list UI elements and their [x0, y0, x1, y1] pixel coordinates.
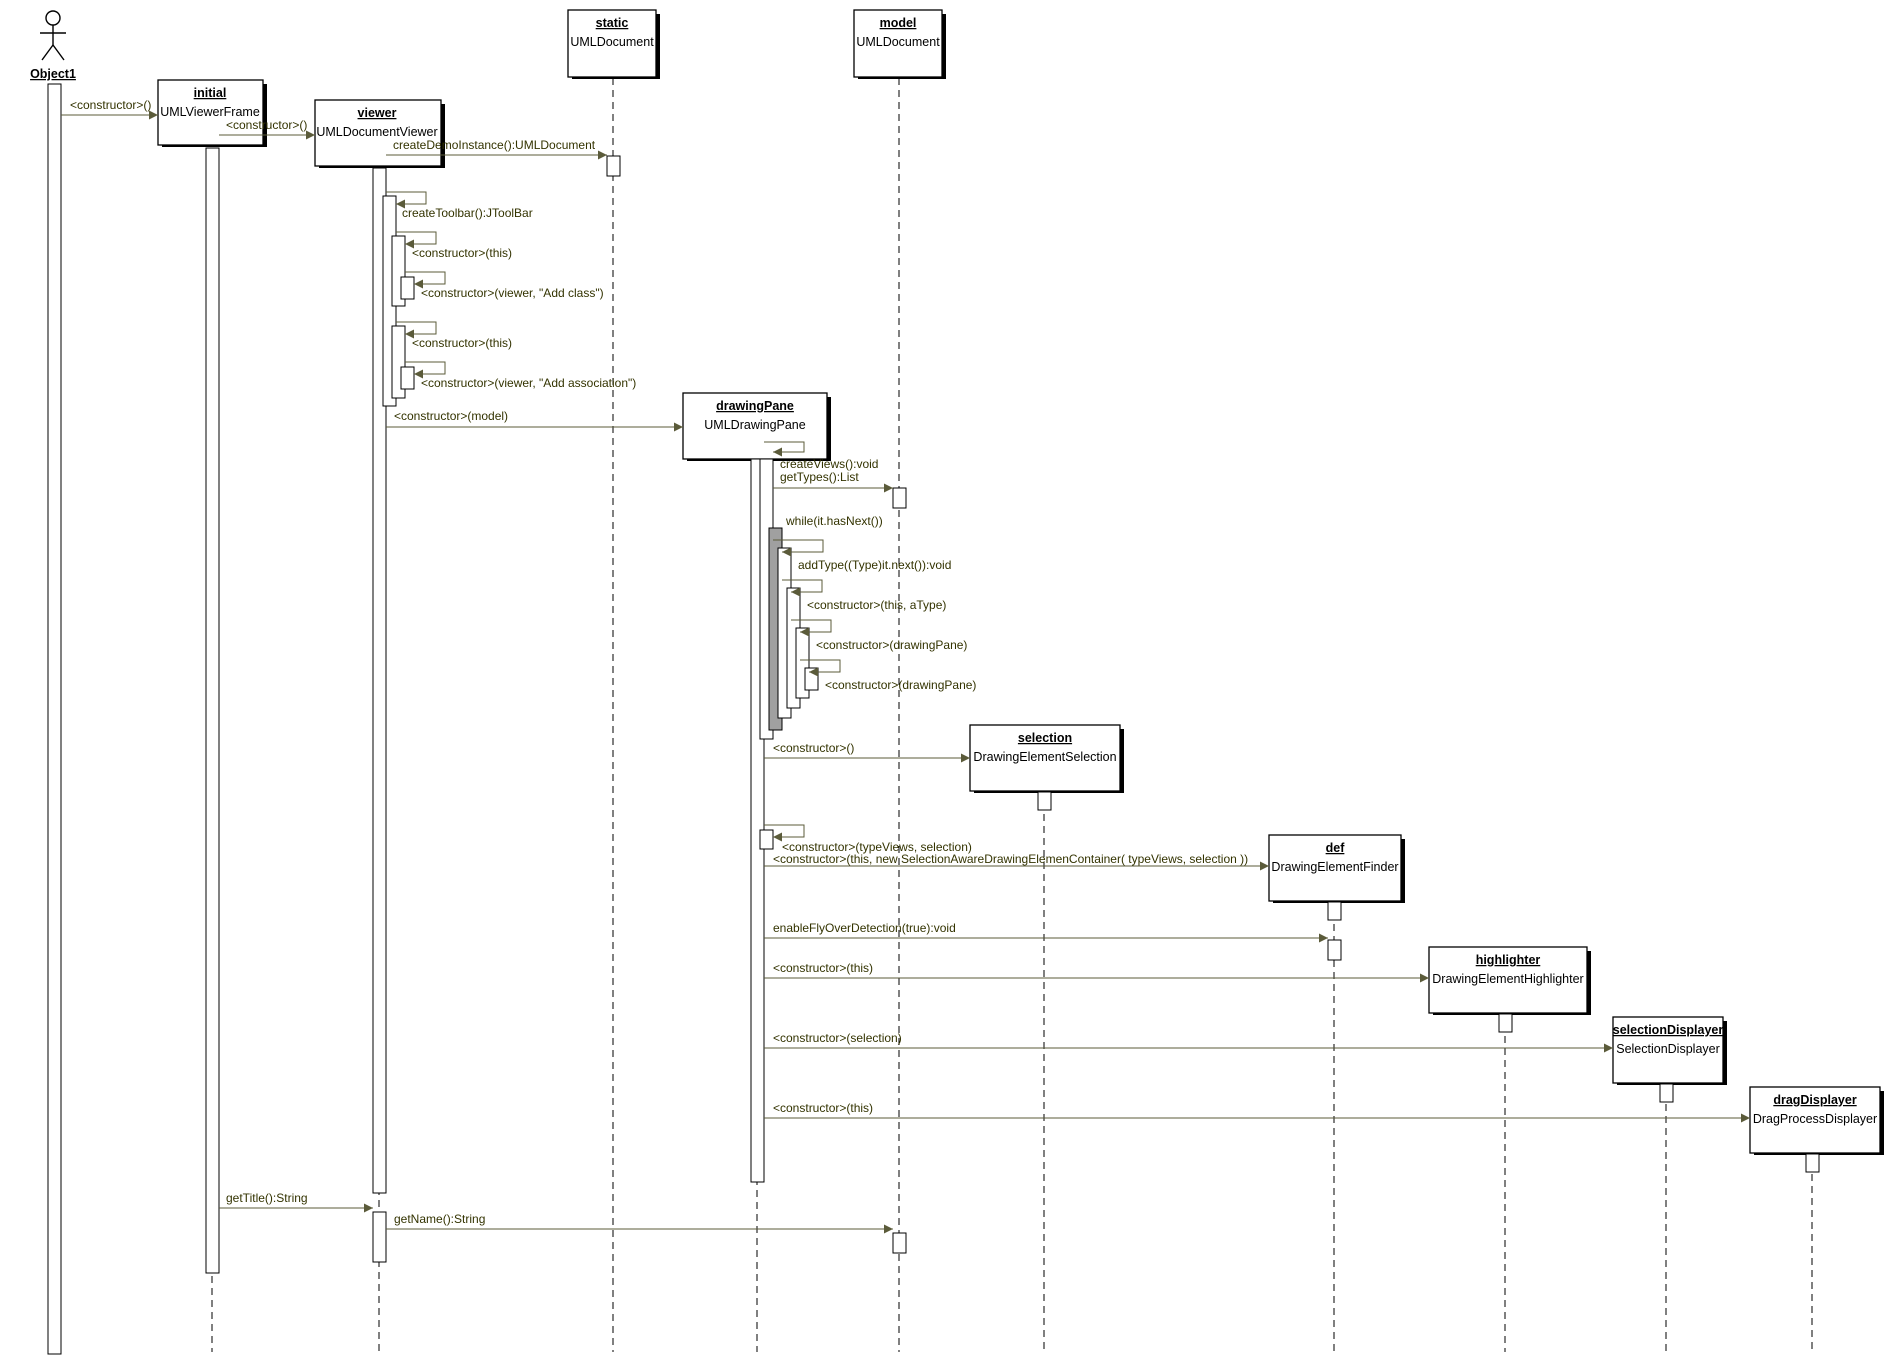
message-self-arrow: [386, 191, 427, 209]
object-name: highlighter: [1476, 953, 1541, 967]
message-self-arrow: [396, 231, 437, 249]
object-name: drawingPane: [716, 399, 794, 413]
actor-object1: Object1: [30, 10, 76, 81]
message-label: <constructor>(model): [394, 409, 508, 423]
message-label: <constructor>(this, new SelectionAwareDr…: [773, 852, 1248, 866]
activation-static: [606, 155, 621, 177]
message-label: <constructor>(viewer, "Add class"): [421, 286, 604, 300]
message-self-arrow: [396, 321, 437, 339]
message-self-arrow: [773, 539, 824, 557]
object-name: initial: [194, 86, 227, 100]
message-self-arrow: [405, 361, 446, 379]
object-class: UMLDocument: [856, 35, 940, 49]
activation-highlighter: [1498, 1013, 1513, 1033]
object-class: DragProcessDisplayer: [1753, 1112, 1877, 1126]
object-drawingpane: drawingPane UMLDrawingPane: [682, 392, 831, 461]
message-label: <constructor>(): [226, 118, 307, 132]
message-label: <constructor>(viewer, "Add association"): [421, 376, 636, 390]
activation-viewer-main: [372, 167, 387, 1194]
object-class: DrawingElementHighlighter: [1432, 972, 1583, 986]
message-label: getTypes():List: [780, 470, 859, 484]
message-label: <constructor>(this, aType): [807, 598, 946, 612]
object-class: DrawingElementSelection: [973, 750, 1116, 764]
object-class: UMLDrawingPane: [704, 418, 805, 432]
activation-selectiondisplayer: [1659, 1083, 1674, 1103]
activation-drawingpane-typeviews: [759, 829, 774, 850]
message-self-arrow: [800, 659, 841, 677]
object-selection: selection DrawingElementSelection: [969, 724, 1124, 793]
object-model: model UMLDocument: [853, 9, 946, 79]
object-name: selection: [1018, 731, 1072, 745]
object-viewer: viewer UMLDocumentViewer: [314, 99, 445, 168]
object-initial: initial UMLViewerFrame: [157, 79, 267, 147]
message-label: getTitle():String: [226, 1191, 308, 1205]
object-highlighter: highlighter DrawingElementHighlighter: [1428, 946, 1591, 1015]
message-self-arrow: [782, 579, 823, 597]
message-self-arrow: [764, 441, 805, 457]
activation-viewer-gettitle: [372, 1211, 387, 1263]
message-label: while(it.hasNext()): [785, 514, 883, 528]
actor-label: Object1: [30, 67, 76, 81]
activation-initial: [205, 147, 220, 1274]
object-class: UMLViewerFrame: [160, 105, 260, 119]
message-label: enableFlyOverDetection(true):void: [773, 921, 956, 935]
message-label: <constructor>(this): [773, 961, 873, 975]
object-name: model: [880, 16, 917, 30]
activations: [47, 83, 1820, 1355]
activation-drawingpane-ctor-2: [804, 667, 819, 691]
object-name: selectionDisplayer: [1613, 1023, 1724, 1037]
object-name: dragDisplayer: [1773, 1093, 1857, 1107]
object-def: def DrawingElementFinder: [1268, 834, 1405, 903]
object-selectiondisplayer: selectionDisplayer SelectionDisplayer: [1612, 1016, 1727, 1085]
message-label: createToolbar():JToolBar: [402, 206, 533, 220]
message-labels: <constructor>() <constructor>() createDe…: [70, 98, 1248, 1226]
message-label: addType((Type)it.next()):void: [798, 558, 951, 572]
activation-model-getname: [892, 1232, 907, 1254]
object-dragdisplayer: dragDisplayer DragProcessDisplayer: [1749, 1086, 1884, 1155]
object-name: def: [1326, 841, 1346, 855]
activation-selection: [1037, 791, 1052, 811]
message-label: getName():String: [394, 1212, 485, 1226]
message-label: <constructor>(this): [412, 336, 512, 350]
actor-icon: [40, 10, 66, 61]
messages: [61, 110, 1750, 1234]
object-name: static: [596, 16, 629, 30]
activation-viewer-addassoc: [400, 366, 415, 390]
activation-dragdisplayer: [1805, 1153, 1820, 1173]
message-self-arrow: [791, 619, 832, 637]
activation-def-flyover: [1327, 939, 1342, 961]
message-label: <constructor>(): [773, 741, 854, 755]
object-class: DrawingElementFinder: [1271, 860, 1398, 874]
object-class: UMLDocumentViewer: [316, 125, 437, 139]
lifelines: [211, 78, 1813, 1352]
object-class: SelectionDisplayer: [1616, 1042, 1720, 1056]
message-label: <constructor>(this): [412, 246, 512, 260]
activation-model-gettypes: [892, 487, 907, 509]
message-label: <constructor>(drawingPane): [825, 678, 976, 692]
message-label: createDemoInstance():UMLDocument: [393, 138, 596, 152]
object-static: static UMLDocument: [567, 9, 660, 79]
object-name: viewer: [358, 106, 397, 120]
object-class: UMLDocument: [570, 35, 654, 49]
message-label: <constructor>(selection): [773, 1031, 902, 1045]
message-label: <constructor>(this): [773, 1101, 873, 1115]
message-self-arrow: [764, 824, 805, 842]
activation-object1: [47, 83, 62, 1355]
message-label: <constructor>(): [70, 98, 151, 112]
message-label: <constructor>(typeViews, selection): [782, 840, 972, 854]
message-label: <constructor>(drawingPane): [816, 638, 967, 652]
message-label: createViews():void: [780, 457, 878, 471]
activation-def-ctor: [1327, 901, 1342, 921]
message-self-arrow: [405, 271, 446, 289]
activation-viewer-addclass: [400, 276, 415, 300]
